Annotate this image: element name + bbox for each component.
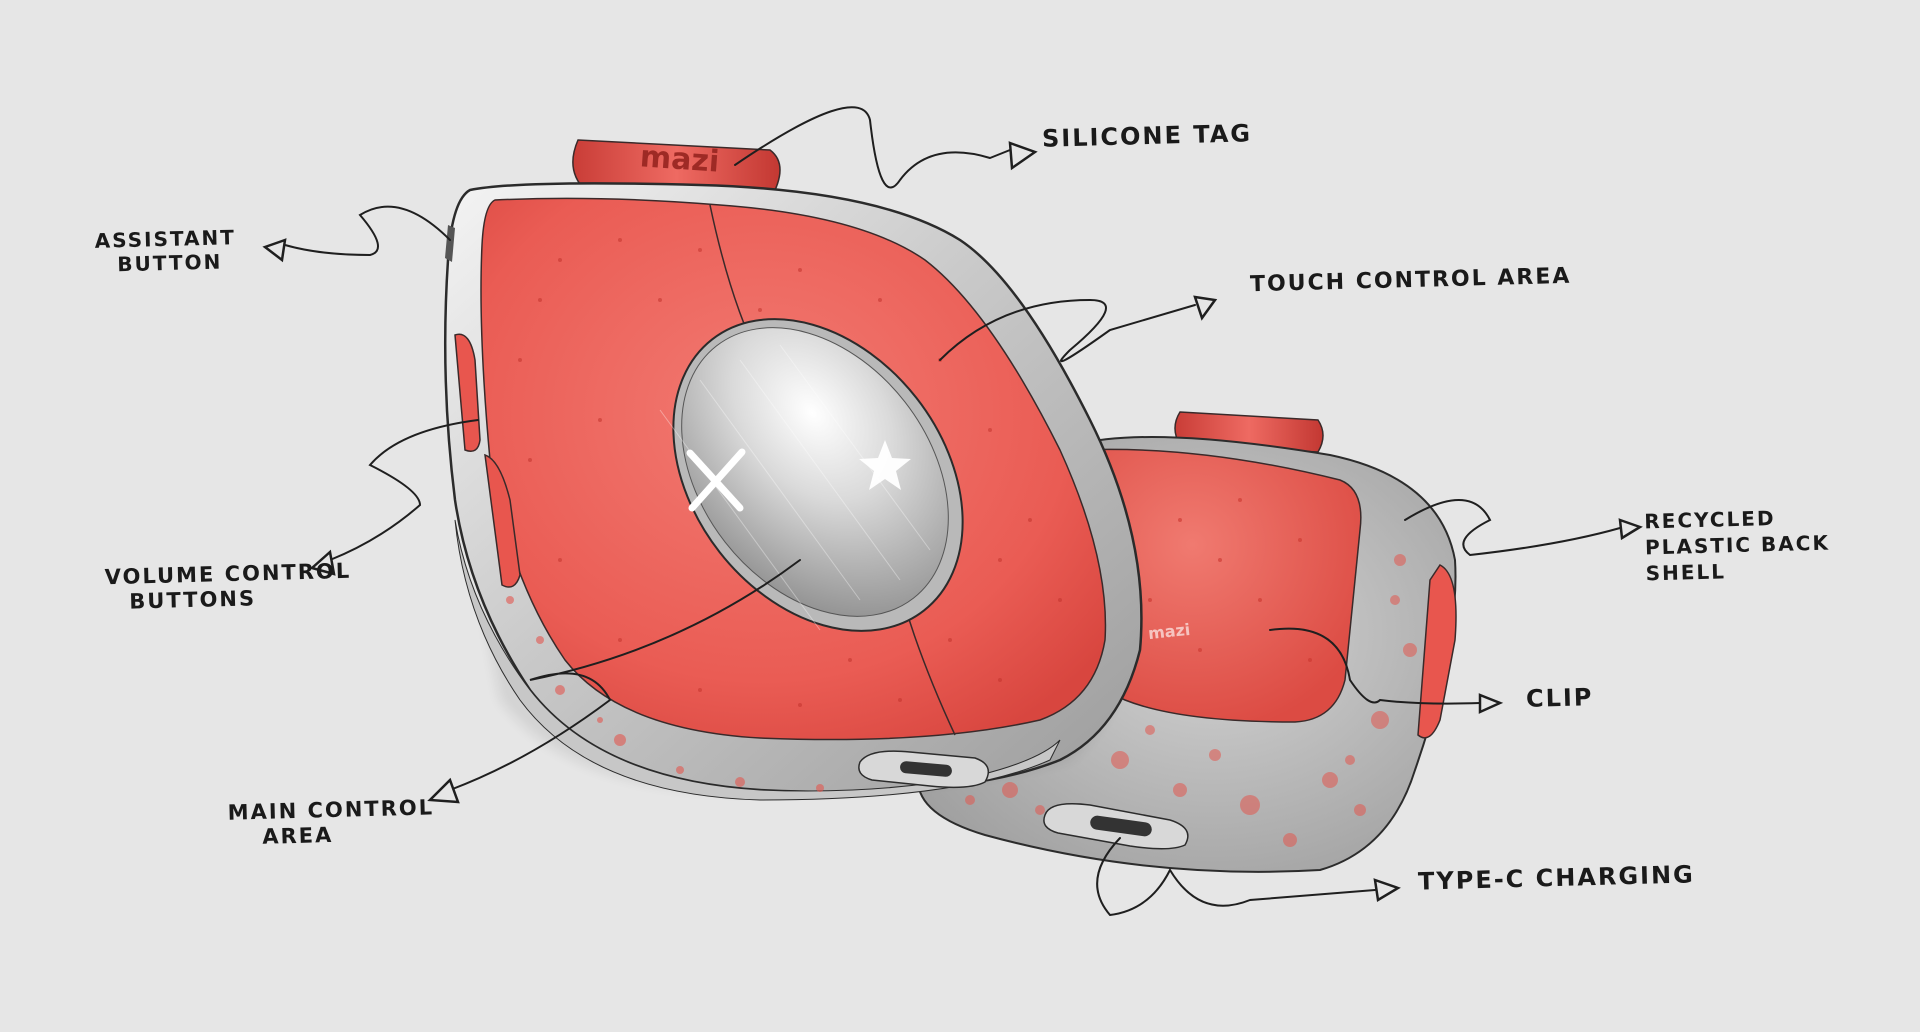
volume-down-button bbox=[484, 453, 521, 588]
label-recycled-plastic-back-shell: RECYCLED PLASTIC BACK SHELL bbox=[1644, 504, 1831, 587]
label-volume-control-buttons: VOLUME CONTROL BUTTONS bbox=[104, 559, 352, 616]
close-x-icon bbox=[686, 448, 746, 512]
label-main-control-area: MAIN CONTROL AREA bbox=[227, 795, 435, 851]
clip bbox=[1417, 564, 1457, 739]
main-control-area bbox=[659, 318, 964, 632]
shell-speckles bbox=[965, 554, 1417, 847]
label-assistant-button: ASSISTANT BUTTON bbox=[94, 225, 236, 277]
back-panel-speckles bbox=[1148, 498, 1312, 662]
front-device bbox=[443, 139, 1143, 801]
speckled-side bbox=[454, 519, 1061, 801]
star-icon bbox=[859, 440, 911, 490]
type-c-port-back bbox=[1043, 803, 1189, 850]
assistant-button-shape bbox=[445, 225, 455, 262]
callout-lines bbox=[284, 106, 1621, 917]
label-main-control-line2: AREA bbox=[262, 823, 334, 849]
volume-up-button bbox=[454, 333, 481, 452]
triangle-arrow-icon bbox=[262, 141, 1643, 903]
brand-logo: mazi bbox=[638, 139, 721, 180]
label-recycled-line2: PLASTIC BACK bbox=[1644, 530, 1831, 560]
label-assistant-line2: BUTTON bbox=[117, 249, 223, 277]
side-speckles bbox=[506, 596, 824, 792]
label-clip: CLIP bbox=[1525, 683, 1594, 713]
back-red-panel bbox=[1079, 448, 1362, 723]
label-recycled-line3: SHELL bbox=[1645, 559, 1727, 586]
face-speckles bbox=[518, 238, 1062, 707]
type-c-port-front bbox=[858, 750, 990, 789]
label-silicone-tag: SILICONE TAG bbox=[1041, 119, 1253, 153]
